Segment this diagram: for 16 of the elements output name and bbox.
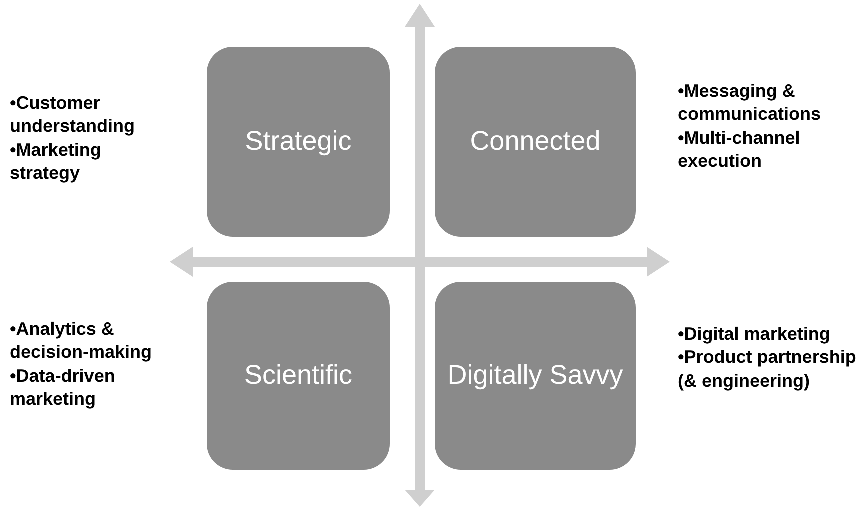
quadrant-title: Strategic <box>245 125 352 158</box>
bullet-item: •Marketing strategy <box>10 138 102 186</box>
bullet-item: •Digital marketing <box>678 323 832 346</box>
quadrant-title: Digitally Savvy <box>448 359 624 392</box>
bullet-item: •Data-driven marketing <box>10 364 116 412</box>
quadrant-title: Scientific <box>244 359 353 392</box>
quadrant-title: Connected <box>470 125 601 158</box>
bullet-item: •Product partnership (& engineering) <box>678 346 858 393</box>
bullet-item: •Analytics & decision-making <box>10 318 154 364</box>
quadrant-box <box>435 282 636 470</box>
bullet-item: •Multi-channel execution <box>678 126 802 174</box>
quadrant-box <box>435 47 636 237</box>
bullet-item: •Customer understanding <box>10 92 136 138</box>
quadrant-box <box>207 282 390 470</box>
quadrant-box <box>207 47 390 237</box>
bullet-item: •Messaging & communications <box>678 80 822 126</box>
